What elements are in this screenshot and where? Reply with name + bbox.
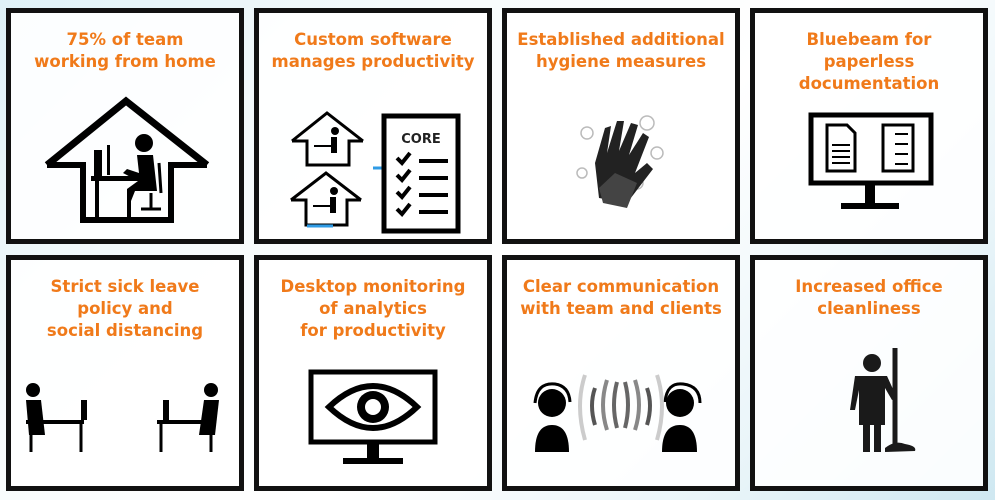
tile-title: Increased office cleanliness — [795, 277, 943, 318]
hand-washing-icon — [576, 115, 664, 208]
tile-communication: Clear communication with team and client… — [502, 255, 740, 491]
tile-title: Established additional hygiene measures — [517, 30, 725, 71]
tile-hygiene: Established additional hygiene measures — [502, 8, 740, 244]
janitor-mop-icon — [850, 348, 916, 452]
tile-sick-leave: Strict sick leave policy and social dist… — [6, 255, 244, 491]
tile-title: Custom software manages productivity — [271, 30, 475, 71]
tile-desktop-monitoring: Desktop monitoring of analytics for prod… — [254, 255, 492, 491]
monitor-eye-icon — [308, 369, 438, 464]
tile-title: Bluebeam for paperless documentation — [798, 30, 940, 93]
tile-title: Strict sick leave policy and social dist… — [46, 277, 204, 340]
tile-custom-software: Custom software manages productivity COR… — [254, 8, 492, 244]
tile-title: Desktop monitoring of analytics for prod… — [280, 277, 466, 340]
tile-bluebeam: Bluebeam for paperless documentation — [750, 8, 988, 244]
tile-cleanliness: Increased office cleanliness — [750, 255, 988, 491]
core-software-icon: CORE — [290, 111, 461, 234]
headset-communication-icon — [533, 374, 702, 452]
home-office-icon — [44, 96, 210, 223]
monitor-documents-icon — [808, 112, 934, 209]
distanced-desks-icon — [26, 383, 219, 452]
tile-title: Clear communication with team and client… — [520, 277, 722, 318]
tile-work-from-home: 75% of team working from home — [6, 8, 244, 244]
tile-title: 75% of team working from home — [34, 30, 216, 71]
core-logo-text: CORE — [401, 132, 440, 147]
